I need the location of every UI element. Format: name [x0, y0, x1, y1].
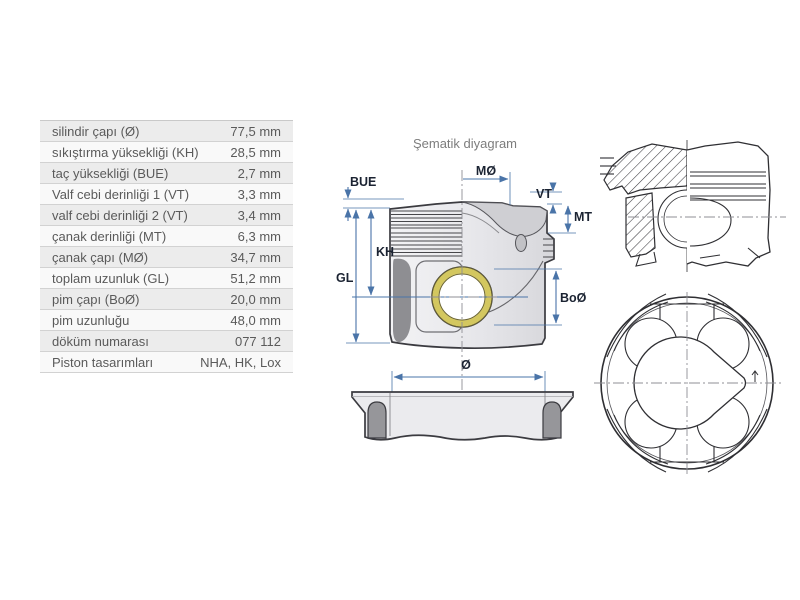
piston-side-view — [352, 170, 555, 398]
piston-bottom-section — [351, 391, 574, 441]
spec-label: valf cebi derinliği 2 (VT) — [52, 207, 188, 223]
piston-top-view — [594, 292, 782, 475]
dim-label-mt: MT — [574, 210, 592, 224]
table-row: çanak çapı (MØ) 34,7 mm — [40, 247, 293, 268]
dimension-lines: BUE MØ VT MT KH GL BoØ Ø — [336, 164, 592, 437]
spec-label: çanak çapı (MØ) — [52, 249, 149, 265]
spec-label: Valf cebi derinliği 1 (VT) — [52, 186, 190, 202]
spec-label: döküm numarası — [52, 333, 149, 349]
spec-value: 48,0 mm — [230, 312, 281, 328]
spec-value: 3,4 mm — [237, 207, 281, 223]
spec-table: silindir çapı (Ø) 77,5 mm sıkıştırma yüks… — [40, 120, 293, 373]
spec-label: toplam uzunluk (GL) — [52, 270, 170, 286]
spec-value: 077 112 — [234, 333, 281, 349]
spec-value: 6,3 mm — [237, 228, 281, 244]
spec-label: pim uzunluğu — [52, 312, 130, 328]
spec-label: sıkıştırma yüksekliği (KH) — [52, 144, 199, 160]
spec-label: taç yüksekliği (BUE) — [52, 165, 169, 181]
table-row: çanak derinliği (MT) 6,3 mm — [40, 226, 293, 247]
table-row: sıkıştırma yüksekliği (KH) 28,5 mm — [40, 142, 293, 163]
dim-label-dia: Ø — [461, 358, 471, 372]
spec-value: 28,5 mm — [230, 144, 281, 160]
dim-label-mo: MØ — [476, 164, 496, 178]
dim-label-bue: BUE — [350, 175, 376, 189]
dim-label-kh: KH — [376, 245, 394, 259]
spec-value: NHA, HK, Lox — [200, 354, 281, 370]
spec-value: 51,2 mm — [230, 270, 281, 286]
spec-value: 77,5 mm — [230, 123, 281, 139]
dim-label-bo: BoØ — [560, 291, 587, 305]
spec-label: silindir çapı (Ø) — [52, 123, 140, 139]
table-row: pim çapı (BoØ) 20,0 mm — [40, 289, 293, 310]
table-row: valf cebi derinliği 2 (VT) 3,4 mm — [40, 205, 293, 226]
spec-label: pim çapı (BoØ) — [52, 291, 140, 307]
table-row: Valf cebi derinliği 1 (VT) 3,3 mm — [40, 184, 293, 205]
spec-value: 2,7 mm — [237, 165, 281, 181]
table-row: pim uzunluğu 48,0 mm — [40, 310, 293, 331]
spec-label: çanak derinliği (MT) — [52, 228, 167, 244]
diagram-title: Şematik diyagram — [412, 136, 518, 151]
table-row: taç yüksekliği (BUE) 2,7 mm — [40, 163, 293, 184]
spec-value: 34,7 mm — [230, 249, 281, 265]
table-row: Piston tasarımları NHA, HK, Lox — [40, 352, 293, 373]
dim-label-vt: VT — [536, 187, 552, 201]
piston-detail-section — [600, 140, 786, 272]
table-row: toplam uzunluk (GL) 51,2 mm — [40, 268, 293, 289]
spec-label: Piston tasarımları — [52, 354, 154, 370]
dim-label-gl: GL — [336, 271, 354, 285]
table-row: silindir çapı (Ø) 77,5 mm — [40, 121, 293, 142]
spec-value: 3,3 mm — [237, 186, 281, 202]
spec-value: 20,0 mm — [230, 291, 281, 307]
table-row: döküm numarası 077 112 — [40, 331, 293, 352]
